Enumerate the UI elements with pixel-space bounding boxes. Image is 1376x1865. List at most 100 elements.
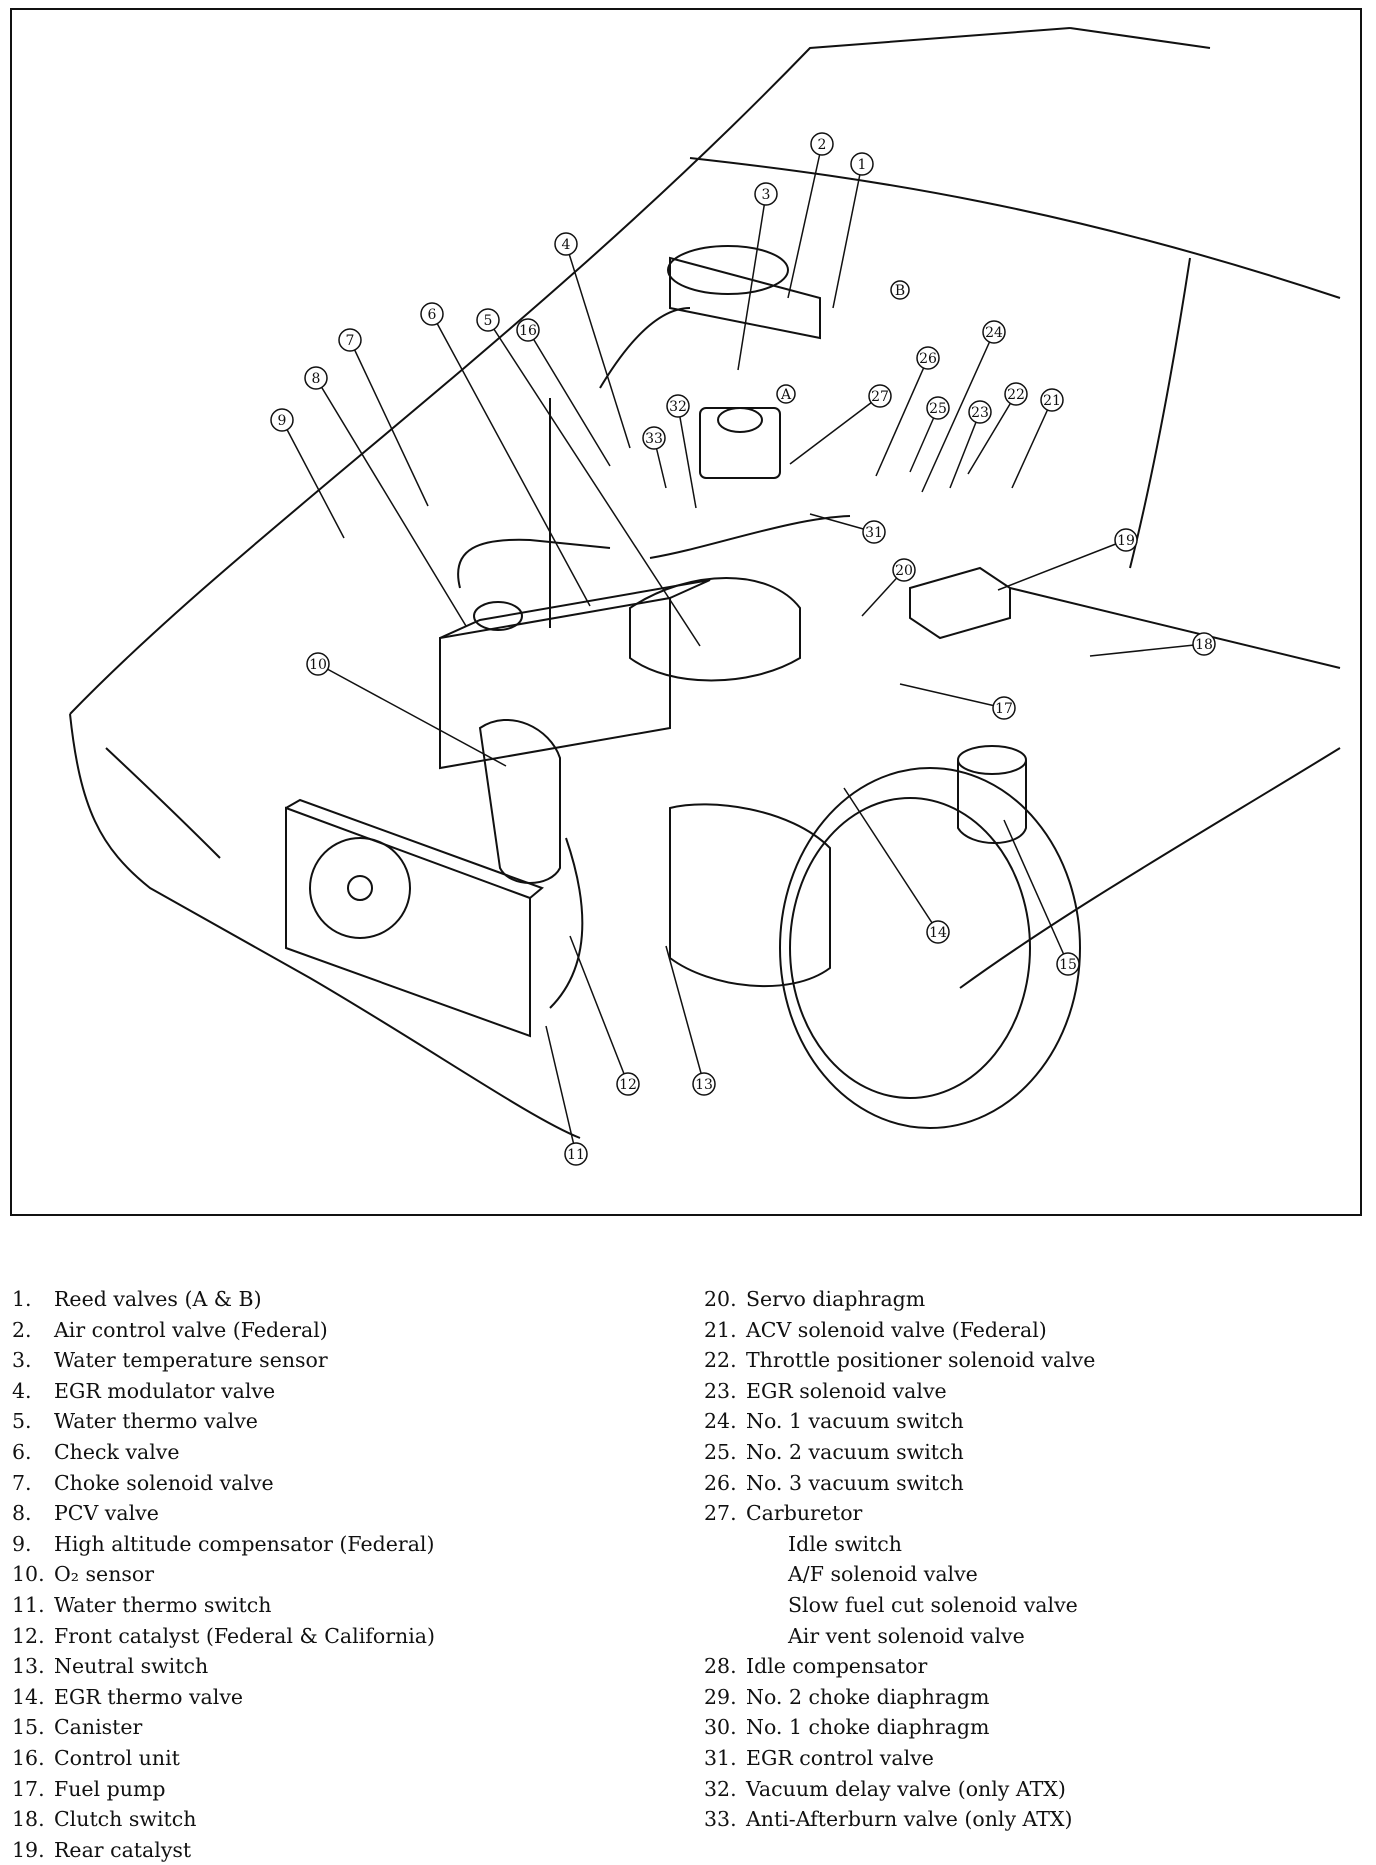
- callout-24: 24: [982, 320, 1006, 344]
- callout-number: 22: [1007, 387, 1025, 403]
- legend-number: 16.: [12, 1745, 45, 1770]
- legend-number: 23.: [704, 1378, 737, 1403]
- legend-label: Anti-Afterburn valve (only ATX): [746, 1807, 1073, 1832]
- legend-label: EGR modulator valve: [54, 1378, 276, 1403]
- legend-item: 19.Rear catalyst: [12, 1835, 435, 1865]
- callout-1: 1: [850, 152, 874, 176]
- legend-label: Neutral switch: [54, 1654, 209, 1679]
- callout-number: 5: [484, 313, 493, 329]
- hoses: [457, 307, 851, 1009]
- callout-circle: [666, 394, 690, 418]
- callout-number: 23: [971, 405, 989, 421]
- legend-label: Rear catalyst: [54, 1837, 192, 1862]
- callout-leader-2: [787, 143, 823, 299]
- legend-number: 8.: [12, 1501, 32, 1526]
- legend-number: 14.: [12, 1684, 45, 1709]
- callout-circle: [1040, 388, 1064, 412]
- callout-number: 31: [865, 525, 883, 541]
- callout-leaders: [281, 143, 1205, 1155]
- legend-label: High altitude compensator (Federal): [54, 1531, 435, 1556]
- legend-label: Water thermo valve: [54, 1409, 258, 1434]
- legend-subitem: Air vent solenoid valve: [788, 1623, 1025, 1648]
- callout-18: 18: [1192, 632, 1216, 656]
- callout-circle: [1114, 528, 1138, 552]
- legend-number: 9.: [12, 1531, 32, 1556]
- legend-item: 20.Servo diaphragm: [704, 1284, 1095, 1315]
- legend-number: 13.: [12, 1654, 45, 1679]
- callout-7: 7: [338, 328, 362, 352]
- legend-label: Control unit: [54, 1745, 180, 1770]
- callout-leader-22: [967, 393, 1017, 475]
- reed-valve-letter-labels: AB: [776, 280, 910, 404]
- legend-label: ACV solenoid valve (Federal): [746, 1317, 1047, 1342]
- legend-number: 11.: [12, 1592, 45, 1617]
- legend-item: 28.Idle compensator: [704, 1651, 1095, 1682]
- callout-circle: [642, 426, 666, 450]
- callout-number: 12: [619, 1077, 637, 1093]
- callout-number: 6: [428, 307, 437, 323]
- legend-number: 30.: [704, 1715, 737, 1740]
- radiator: [285, 798, 544, 1038]
- legend-label: Canister: [54, 1715, 143, 1740]
- callout-number: 11: [567, 1147, 585, 1163]
- callout-number: 25: [929, 401, 947, 417]
- legend-item: 29. No. 2 choke diaphragm: [704, 1682, 1095, 1713]
- legend-item: 24.No. 1 vacuum switch: [704, 1406, 1095, 1437]
- callout-number: 21: [1043, 393, 1061, 409]
- legend-item: 5.Water thermo valve: [12, 1406, 435, 1437]
- legend-item: 31.EGR control valve: [704, 1743, 1095, 1774]
- callout-circle: [850, 152, 874, 176]
- legend-item: 3.Water temperature sensor: [12, 1345, 435, 1376]
- legend-label: Clutch switch: [54, 1807, 197, 1832]
- callout-number: 8: [312, 371, 321, 387]
- legend-number: 15.: [12, 1715, 45, 1740]
- callout-number: 27: [871, 389, 889, 405]
- air-cleaner-and-carburetor: [629, 245, 821, 682]
- legend-label: Servo diaphragm: [746, 1287, 926, 1311]
- callout-circle: [1004, 382, 1028, 406]
- legend-label: No. 2 choke diaphragm: [746, 1684, 990, 1709]
- callout-number: 2: [818, 137, 827, 153]
- callout-leader-15: [1003, 819, 1069, 965]
- callout-33: 33: [642, 426, 666, 450]
- callout-2: 2: [810, 132, 834, 156]
- callout-leader-10: [317, 663, 507, 767]
- legend-label: Choke solenoid valve: [54, 1470, 274, 1495]
- legend-label: Vacuum delay valve (only ATX): [746, 1776, 1066, 1801]
- callout-19: 19: [1114, 528, 1138, 552]
- legend-label: Idle compensator: [746, 1654, 928, 1679]
- callout-8: 8: [304, 366, 328, 390]
- callout-number: 20: [895, 563, 913, 579]
- callout-circle: [892, 558, 916, 582]
- callout-number: 4: [562, 237, 571, 253]
- legend-number: 6.: [12, 1439, 32, 1464]
- legend-item: 9. High altitude compensator (Federal): [12, 1529, 435, 1560]
- callout-circle: [476, 308, 500, 332]
- legend-number: 2.: [12, 1317, 32, 1342]
- callout-circle: [420, 302, 444, 326]
- legend-subitem: A/F solenoid valve: [788, 1562, 978, 1587]
- callout-leader-9: [281, 419, 345, 539]
- callout-number: 33: [645, 431, 663, 447]
- legend-item: 11.Water thermo switch: [12, 1590, 435, 1621]
- legend-item: 26.No. 3 vacuum switch: [704, 1468, 1095, 1499]
- legend-label: Water temperature sensor: [54, 1348, 328, 1373]
- callout-number: 3: [762, 187, 771, 203]
- callout-15: 15: [1056, 952, 1080, 976]
- legend-label: EGR control valve: [746, 1745, 934, 1770]
- callout-circle: [692, 1072, 716, 1096]
- callout-12: 12: [616, 1072, 640, 1096]
- legend-item: 22.Throttle positioner solenoid valve: [704, 1345, 1095, 1376]
- control-unit-box: [909, 566, 1011, 640]
- callout-circle: [992, 696, 1016, 720]
- legend-number: 29.: [704, 1684, 737, 1709]
- callout-10: 10: [306, 652, 330, 676]
- legend-label: PCV valve: [54, 1501, 159, 1526]
- legend-number: 4.: [12, 1378, 32, 1403]
- legend-item: 12.Front catalyst (Federal & California): [12, 1621, 435, 1652]
- callout-leader-18: [1089, 643, 1205, 657]
- legend-number: 17.: [12, 1776, 45, 1801]
- callout-23: 23: [968, 400, 992, 424]
- callout-number: 16: [519, 323, 537, 339]
